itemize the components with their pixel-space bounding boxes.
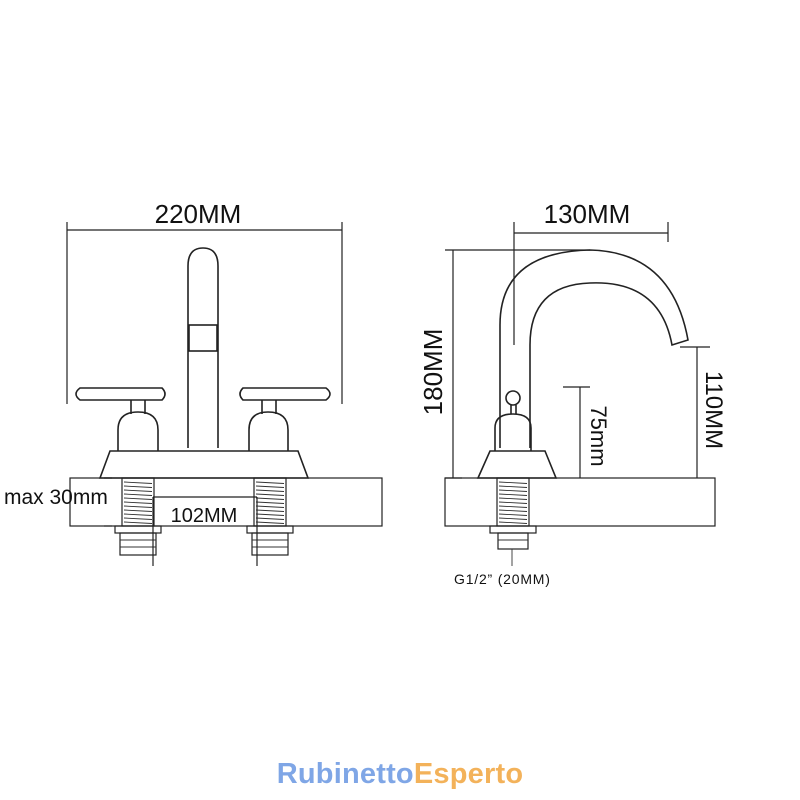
thread-line <box>255 505 285 508</box>
side-shank <box>489 477 537 566</box>
thread-line <box>498 505 528 508</box>
front-right-shank <box>246 477 294 556</box>
front-left-shank <box>114 477 162 556</box>
watermark-part1: Rubinetto <box>276 758 414 790</box>
front-right-handle <box>239 387 331 451</box>
thread-line <box>498 489 528 492</box>
thread-line <box>123 509 153 512</box>
reach-label: 130MM <box>544 199 631 229</box>
height-dimension: 180MM <box>418 249 590 479</box>
side-view: 130MM 180MM <box>418 199 727 587</box>
front-left-handle <box>75 387 166 451</box>
thread-line <box>255 521 285 524</box>
width-label: 220MM <box>155 199 242 229</box>
thread-line <box>255 497 285 500</box>
reach-dimension: 130MM <box>513 199 669 345</box>
deck-thickness-label: max 30mm <box>4 486 108 509</box>
thread-line <box>255 513 285 516</box>
handle-height-dimension: 75mm <box>563 386 611 478</box>
width-dimension: 220MM <box>66 199 343 404</box>
side-spout <box>499 249 689 448</box>
front-view: 220MM <box>4 199 383 566</box>
thread-line <box>255 493 285 496</box>
thread-line <box>498 497 528 500</box>
thread-line <box>123 489 153 492</box>
thread-line <box>498 501 528 504</box>
thread-line <box>123 481 153 484</box>
thread-line <box>255 517 285 520</box>
thread-line <box>498 493 528 496</box>
thread-line <box>255 501 285 504</box>
spacing-dimension: 102MM <box>152 496 258 566</box>
thread-line <box>255 481 285 484</box>
thread-line <box>123 517 153 520</box>
thread-line <box>123 497 153 500</box>
thread-line <box>255 509 285 512</box>
thread-line <box>123 513 153 516</box>
thread-label: G1/2” (20MM) <box>454 571 551 587</box>
side-handle <box>494 390 532 451</box>
front-base <box>98 450 310 479</box>
thread-line <box>498 509 528 512</box>
watermark-part2: Esperto <box>413 758 524 790</box>
handle-height-label: 75mm <box>586 405 611 466</box>
thread-line <box>498 517 528 520</box>
thread-line <box>123 485 153 488</box>
height-label: 180MM <box>418 329 448 416</box>
side-deck <box>444 477 716 527</box>
deck-thickness-dimension: max 30mm <box>4 477 112 527</box>
thread-line <box>498 521 528 524</box>
watermark-logo: RubinettoEsperto <box>0 758 800 791</box>
front-spout <box>187 247 219 448</box>
thread-line <box>498 481 528 484</box>
spacing-label: 102MM <box>171 505 238 527</box>
spout-height-label: 110MM <box>700 371 727 449</box>
thread-line <box>498 485 528 488</box>
spout-height-dimension: 110MM <box>680 346 727 478</box>
front-deck <box>69 477 383 527</box>
thread-line <box>255 485 285 488</box>
thread-line <box>123 501 153 504</box>
thread-line <box>123 505 153 508</box>
thread-line <box>123 493 153 496</box>
thread-line <box>498 513 528 516</box>
thread-line <box>255 489 285 492</box>
thread-line <box>123 521 153 524</box>
side-base <box>476 450 558 479</box>
